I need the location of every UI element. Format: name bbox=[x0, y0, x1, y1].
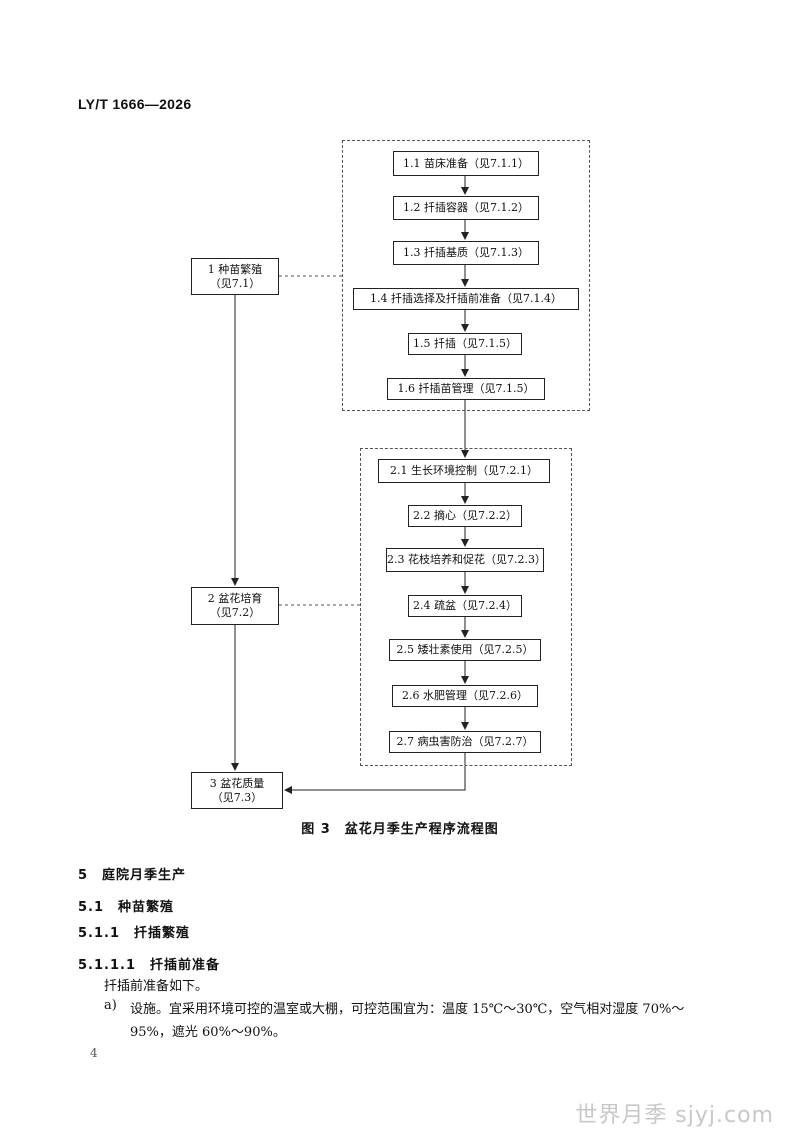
step-1-2: 1.2 扦插容器（见7.1.2） bbox=[393, 196, 539, 220]
main-step-2-ref: （见7.2） bbox=[209, 606, 261, 619]
step-1-5: 1.5 扦插（见7.1.5） bbox=[408, 333, 522, 355]
group1-frame bbox=[342, 140, 590, 411]
section-5-1-1-1-heading: 5.1.1.1 扦插前准备 bbox=[78, 958, 220, 973]
main-step-1-title: 1 种苗繁殖 bbox=[207, 262, 263, 276]
step-2-1: 2.1 生长环境控制（见7.2.1） bbox=[378, 459, 550, 483]
step-1-3: 1.3 扦插基质（见7.1.3） bbox=[393, 241, 539, 265]
step-2-6: 2.6 水肥管理（见7.2.6） bbox=[392, 685, 538, 707]
step-2-7: 2.7 病虫害防治（见7.2.7） bbox=[389, 731, 541, 753]
list-item-a-marker: a) bbox=[104, 998, 117, 1013]
step-2-3: 2.3 花枝培养和促花（见7.2.3） bbox=[386, 548, 546, 572]
list-item-a-line2: 95%，遮光 60%～90%。 bbox=[130, 1025, 286, 1040]
main-step-3-ref: （见7.3） bbox=[211, 790, 263, 804]
main-step-3-title: 3 盆花质量 bbox=[209, 776, 265, 790]
group2-frame bbox=[360, 448, 572, 766]
main-step-2-title: 2 盆花培育 bbox=[207, 592, 263, 605]
step-2-2: 2.2 摘心（见7.2.2） bbox=[408, 505, 522, 527]
section-5-1-1-heading: 5.1.1 扦插繁殖 bbox=[78, 926, 191, 941]
page-number: 4 bbox=[90, 1046, 98, 1060]
list-item-a-line1: 设施。宜采用环境可控的温室或大棚，可控范围宜为：温度 15℃～30℃，空气相对湿… bbox=[130, 1002, 685, 1017]
standard-code: LY/T 1666—2026 bbox=[78, 96, 192, 112]
main-step-2: 2 盆花培育 （见7.2） bbox=[191, 587, 279, 625]
section-5-1-heading: 5.1 种苗繁殖 bbox=[78, 900, 175, 915]
step-1-4: 1.4 扦插选择及扦插前准备（见7.1.4） bbox=[353, 288, 579, 310]
watermark: 世界月季 sjyj.com bbox=[575, 1103, 774, 1128]
section-5-heading: 5 庭院月季生产 bbox=[78, 868, 187, 883]
figure-caption: 图 3 盆花月季生产程序流程图 bbox=[301, 822, 499, 837]
step-2-4: 2.4 疏盆（见7.2.4） bbox=[408, 595, 522, 617]
intro-paragraph: 扦插前准备如下。 bbox=[104, 979, 209, 994]
step-2-5: 2.5 矮壮素使用（见7.2.5） bbox=[389, 639, 541, 661]
step-1-6: 1.6 扦插苗管理（见7.1.5） bbox=[387, 378, 545, 400]
main-step-3: 3 盆花质量 （见7.3） bbox=[191, 772, 283, 809]
main-step-1: 1 种苗繁殖 （见7.1） bbox=[191, 258, 279, 295]
main-step-1-ref: （见7.1） bbox=[209, 276, 261, 290]
step-1-1: 1.1 苗床准备（见7.1.1） bbox=[393, 151, 539, 176]
